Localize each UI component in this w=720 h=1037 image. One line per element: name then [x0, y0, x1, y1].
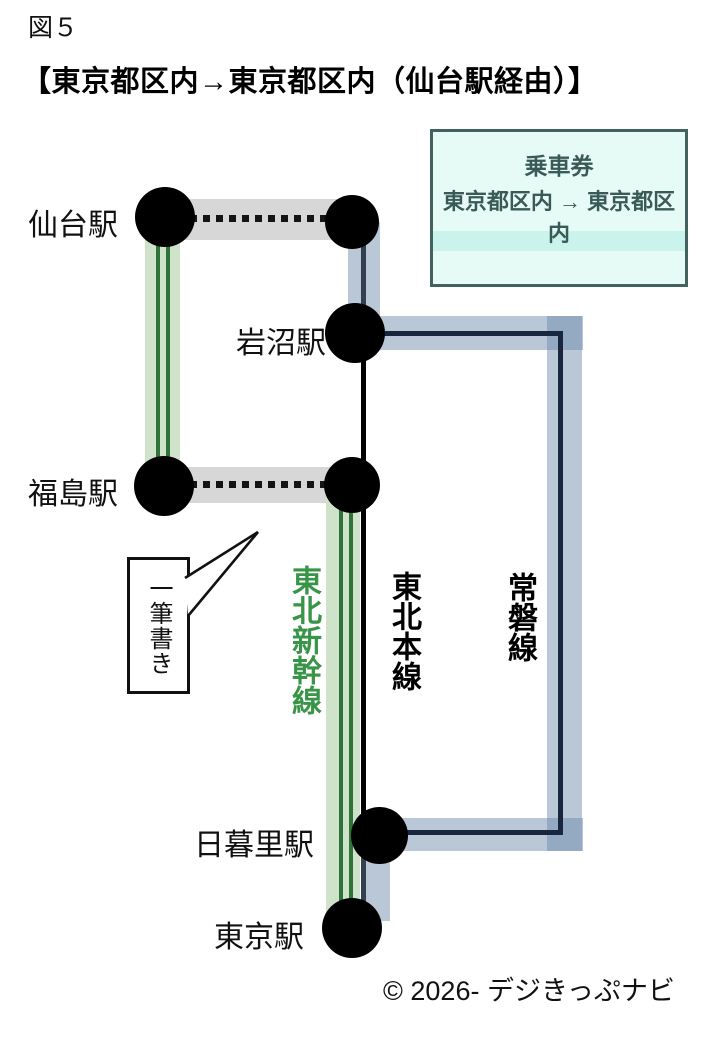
figure-label: 図５: [28, 14, 79, 42]
copyright-text: © 2026- デジきっぷナビ: [383, 976, 675, 1006]
station-node-iwanuma: [325, 303, 385, 363]
station-label-tokyo: 東京駅: [214, 921, 304, 954]
shinkansen-track-line: [339, 487, 343, 928]
shinkansen-track-line: [156, 217, 160, 487]
station-node-sendai-mainline: [325, 195, 379, 249]
station-node-fukushima-mainline: [324, 457, 380, 513]
joban-line-horizontal-bottom: [380, 830, 563, 835]
shinkansen-track-line: [166, 217, 170, 487]
station-label-fukushima: 福島駅: [28, 478, 118, 511]
ticket-stripe: [433, 231, 685, 251]
line-label-tohoku-main: 東北本線: [387, 571, 420, 691]
ticket-title: 乗車券: [524, 153, 594, 179]
station-node-tokyo: [322, 898, 382, 958]
station-node-nippori: [351, 807, 408, 864]
shinkansen-band-fukushima-tokyo: [326, 487, 360, 928]
station-node-sendai-shinkansen: [135, 187, 195, 247]
station-label-nippori: 日暮里駅: [194, 829, 314, 862]
callout-box: 一筆書き: [127, 557, 190, 694]
ticket-box: 乗車券 東京都区内 → 東京都区内: [430, 129, 688, 287]
joban-line-vertical: [558, 331, 563, 835]
ticket-route: 東京都区内 → 東京都区内: [442, 189, 676, 246]
station-label-iwanuma: 岩沼駅: [236, 327, 326, 360]
tohoku-main-line: [361, 222, 366, 928]
page-title: 【東京都区内→東京都区内（仙台駅経由）】: [22, 66, 598, 98]
joban-line-horizontal-top: [355, 331, 563, 336]
shinkansen-track-line: [349, 487, 353, 928]
callout-label: 一筆書き: [145, 575, 172, 676]
transfer-dots-sendai: [190, 215, 333, 222]
line-label-shinkansen: 東北新幹線: [287, 565, 320, 715]
line-label-joban: 常磐線: [503, 572, 536, 662]
joban-band-east-vertical: [547, 316, 582, 851]
transfer-dots-fukushima: [190, 481, 333, 488]
station-label-sendai: 仙台駅: [28, 209, 118, 242]
shinkansen-band-sendai-fukushima: [145, 217, 180, 487]
station-node-fukushima-shinkansen: [134, 456, 194, 516]
